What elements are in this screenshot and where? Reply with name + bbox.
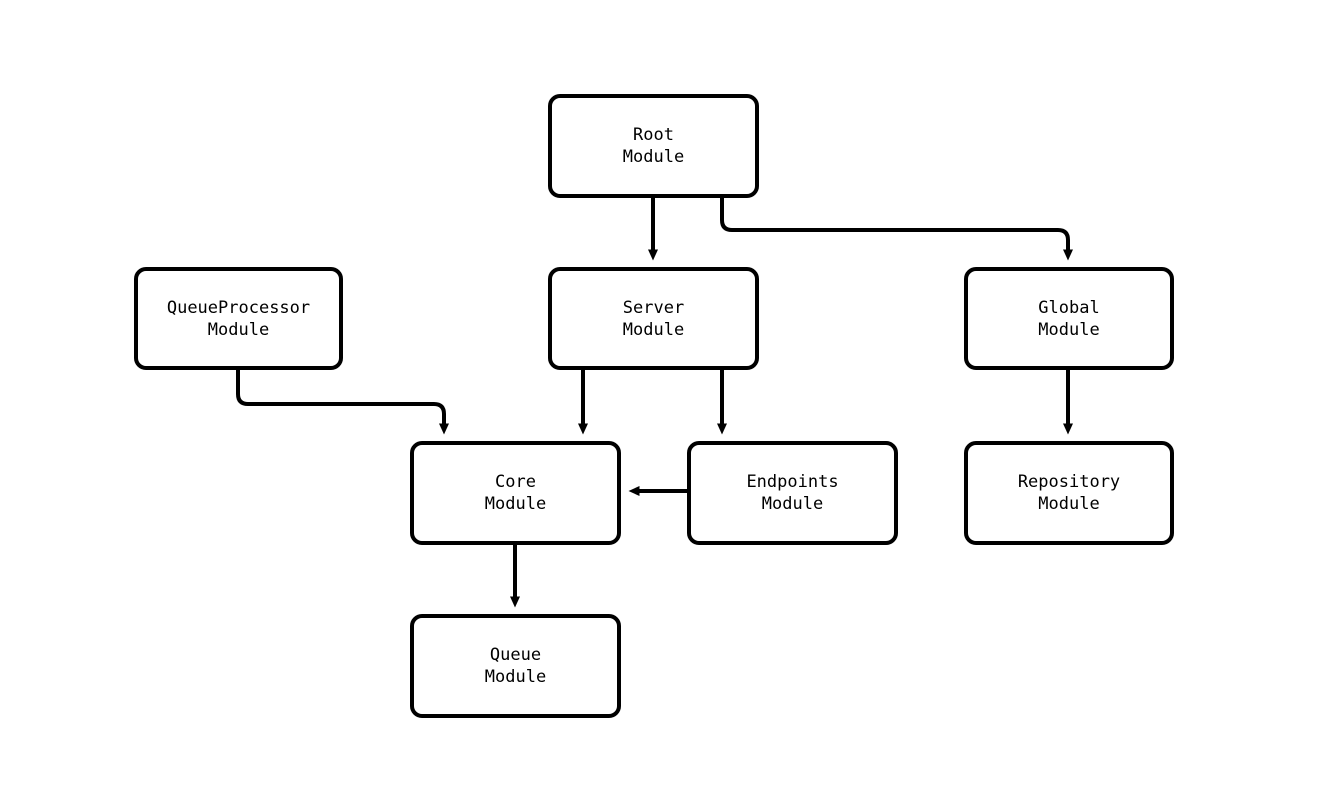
edge-root-to-global xyxy=(720,198,1073,261)
node-queue-label-line2: Module xyxy=(484,667,547,687)
node-repository-label-line1: Repository xyxy=(1017,472,1121,492)
node-endpoints[interactable]: Endpoints Module xyxy=(687,441,898,545)
edge-queueprocessor-to-core xyxy=(236,370,449,435)
node-server-label-line2: Module xyxy=(622,319,685,340)
node-endpoints-label-line1: Endpoints xyxy=(746,472,839,492)
node-root[interactable]: Root Module xyxy=(548,94,759,198)
node-core[interactable]: Core Module xyxy=(410,441,621,545)
node-endpoints-label-line2: Module xyxy=(761,494,824,514)
node-repository[interactable]: Repository Module xyxy=(964,441,1174,545)
node-repository-label-line2: Module xyxy=(1038,494,1100,514)
node-queue-label-line1: Queue xyxy=(489,645,542,665)
node-global-label-line2: Module xyxy=(1038,319,1100,340)
node-queueprocessor-label-line1: QueueProcessor xyxy=(166,297,311,318)
node-root-label-line2: Module xyxy=(622,147,685,167)
node-server[interactable]: Server Module xyxy=(548,267,759,370)
node-queueprocessor-label-line2: Module xyxy=(207,319,270,340)
node-queue[interactable]: Queue Module xyxy=(410,614,621,718)
node-root-label-line1: Root xyxy=(633,125,674,145)
node-core-label-line1: Core xyxy=(495,472,536,492)
node-global-label-line1: Global xyxy=(1038,297,1100,318)
node-queueprocessor[interactable]: QueueProcessor Module xyxy=(134,267,343,370)
node-server-label-line1: Server xyxy=(622,297,685,318)
node-core-label-line2: Module xyxy=(484,494,547,514)
node-global[interactable]: Global Module xyxy=(964,267,1174,370)
